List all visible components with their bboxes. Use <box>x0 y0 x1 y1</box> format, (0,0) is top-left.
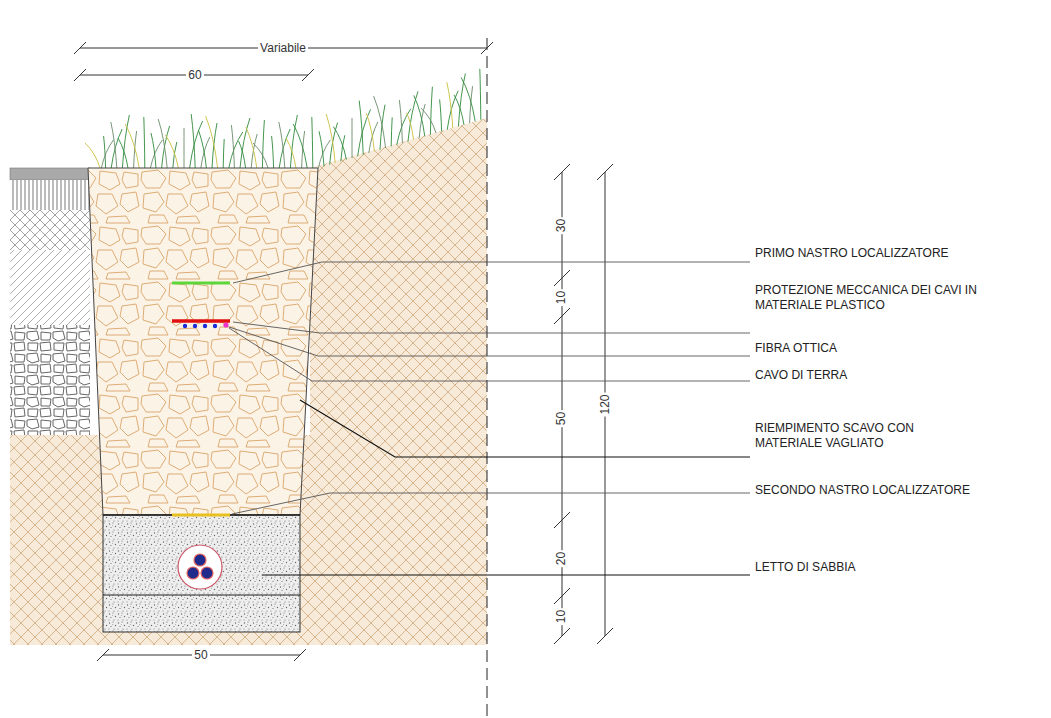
grass-blade <box>286 138 296 168</box>
grass-blade <box>272 136 274 168</box>
callout-label: LETTO DI SABBIA <box>755 560 1045 575</box>
soil <box>310 118 487 645</box>
callout-label: SECONDO NASTRO LOCALIZZATORE <box>755 483 1045 498</box>
grass-blade <box>279 122 285 168</box>
grass-blade <box>366 113 374 151</box>
callout-label: CAVO DI TERRA <box>755 368 1045 383</box>
grass-blade <box>461 77 475 121</box>
grass-blade <box>150 140 162 168</box>
sand-top-line <box>103 514 300 515</box>
grass-blade <box>312 117 313 168</box>
dimension-label: 10 <box>554 607 569 624</box>
grass-blade <box>162 126 170 168</box>
grass <box>85 69 481 168</box>
grass-blade <box>352 118 353 158</box>
grass-blade <box>399 100 402 143</box>
grass-blade <box>430 87 432 135</box>
grass-blade <box>414 95 425 136</box>
callout-label: RIEMPIMENTO SCAVO CON MATERIALE VAGLIATO <box>755 421 955 451</box>
grass-blade <box>319 131 324 166</box>
grass-blade <box>358 109 371 156</box>
second-locator-tape <box>172 514 230 517</box>
cable-duct <box>178 545 222 589</box>
grass-blade <box>447 82 453 128</box>
grass-blade <box>231 125 234 168</box>
grass-blade <box>341 135 345 161</box>
grass-blade <box>326 114 335 163</box>
grass-blade <box>290 115 297 168</box>
dimension-label: 120 <box>598 392 613 416</box>
grass-blade <box>407 113 414 140</box>
grass-blade <box>151 133 156 168</box>
dimension-lines <box>74 42 613 661</box>
grass-blade <box>122 115 129 168</box>
dimension-label: 50 <box>554 409 569 426</box>
grass-blade <box>125 124 139 168</box>
grass-blade <box>158 119 167 168</box>
base-layer <box>10 210 90 250</box>
grass-blade <box>191 114 195 168</box>
grass-blade <box>458 73 465 126</box>
sand-bed <box>103 515 300 632</box>
grass-blade <box>144 117 145 168</box>
dimension-label: 60 <box>186 68 203 83</box>
callout-label: PRIMO NASTRO LOCALIZZATORE <box>755 246 1045 261</box>
grass-blade <box>198 130 206 168</box>
power-cables <box>187 554 213 579</box>
earth-cable <box>223 322 228 327</box>
subbase-layer <box>10 250 90 325</box>
plastic-protection <box>172 319 230 323</box>
binder-layer <box>10 180 90 210</box>
grass-blade <box>454 95 464 125</box>
grass-blade <box>240 118 250 168</box>
leader-lines <box>229 262 750 575</box>
dimension-label: 50 <box>192 648 209 663</box>
grass-blade <box>206 116 218 168</box>
grass-blade <box>480 69 481 120</box>
grass-blade <box>118 138 128 168</box>
grass-blade <box>104 136 106 168</box>
grass-blade <box>318 140 330 168</box>
callout-label: PROTEZIONE MECCANICA DEI CAVI IN MATERIA… <box>755 283 1025 313</box>
grass-blade <box>262 120 264 168</box>
trench-backfill <box>88 168 318 515</box>
sand-layer-line <box>103 594 300 595</box>
grass-blade <box>397 109 411 145</box>
grass-blade <box>246 127 257 168</box>
optical-fibre <box>183 324 217 328</box>
dimension-label: 30 <box>554 216 569 233</box>
grass-blade <box>190 121 203 168</box>
grass-blade <box>111 122 117 168</box>
dimension-label: Variabile <box>258 41 308 56</box>
grass-blade <box>440 99 442 131</box>
grass-blade <box>85 143 100 168</box>
callout-label: FIBRA OTTICA <box>755 341 1045 356</box>
grass-blade <box>184 128 185 168</box>
dimension-label: 20 <box>554 549 569 566</box>
grass-blade <box>374 96 386 148</box>
first-locator-tape <box>172 282 230 285</box>
grass-blade <box>330 123 338 165</box>
grass-blade <box>253 143 268 168</box>
asphalt-layer <box>10 168 90 180</box>
grass-blade <box>165 135 178 168</box>
dimension-label: 10 <box>554 288 569 305</box>
axis-line <box>487 38 488 718</box>
grass-blade <box>391 117 392 146</box>
grass-blade <box>239 141 246 168</box>
grass-blade <box>333 127 346 160</box>
grass-blade <box>101 140 113 168</box>
grass-blade <box>421 108 436 133</box>
grass-blade <box>293 124 307 168</box>
stone-layer <box>10 325 90 435</box>
grass-blade <box>359 101 363 155</box>
grass-blade <box>223 139 224 168</box>
